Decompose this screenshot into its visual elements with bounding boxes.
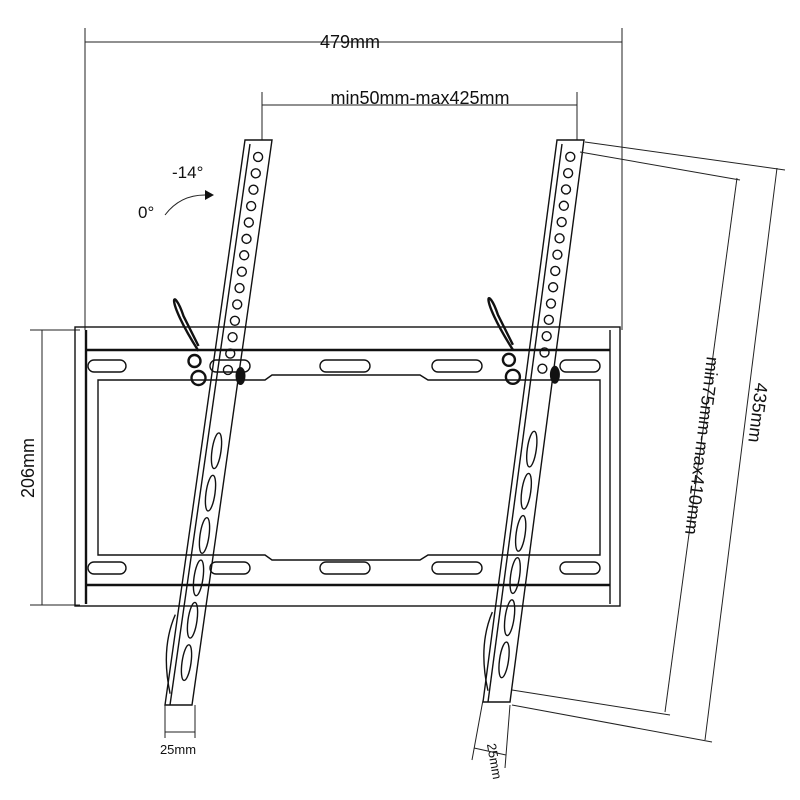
bracket-hole — [222, 364, 234, 376]
spacing-label: min50mm-max425mm — [330, 88, 509, 108]
bracket-hole — [552, 249, 563, 260]
bracket-slot — [198, 516, 211, 555]
width-label: 479mm — [320, 32, 380, 52]
spacing-dimension: min50mm-max425mm — [261, 88, 578, 140]
bracket-hole — [547, 282, 559, 293]
bracket-hole — [550, 265, 561, 277]
bracket-hole — [243, 217, 255, 228]
tilt-indicator: -14° 0° — [138, 163, 214, 222]
bracket-hole — [545, 298, 557, 309]
left-bracket — [164, 139, 273, 706]
tilt-angle-label: -14° — [172, 163, 203, 182]
bracket-slot — [514, 514, 527, 552]
height-dimension: 206mm — [18, 329, 80, 606]
bracket-hole — [241, 233, 252, 245]
bracket-hole — [236, 266, 248, 277]
screw-icon — [504, 368, 522, 385]
screw-icon — [190, 369, 207, 387]
screw-icon — [187, 353, 202, 369]
bracket-slot — [525, 430, 538, 468]
tilt-arrow-icon — [164, 194, 206, 216]
bracket-slot — [498, 641, 510, 679]
bracket-slot — [192, 559, 205, 597]
bracket-hole — [560, 184, 572, 195]
bracket-hole — [250, 168, 261, 179]
screw-icon — [501, 352, 517, 367]
bracket-hole — [227, 331, 238, 343]
hook-knob — [235, 367, 246, 385]
bracket-hole — [225, 348, 236, 359]
bracket-hole — [252, 151, 264, 163]
bracket-slot — [186, 601, 199, 639]
left-width-label: 25mm — [160, 742, 196, 757]
bracket-hole — [245, 200, 257, 212]
hook-knob — [549, 365, 560, 384]
bracket-hole — [539, 347, 550, 358]
bracket-hole — [229, 315, 241, 326]
bracket-slot — [509, 557, 521, 595]
bracket-hole — [238, 250, 250, 261]
right-bracket — [482, 139, 585, 703]
bracket-width-dimensions: 25mm 25mm — [160, 699, 511, 780]
bracket-hole — [541, 330, 552, 342]
height-label: 206mm — [18, 438, 38, 498]
bracket-slot — [503, 599, 516, 637]
bracket-length-dimension: 435mm min75mm-max410mm — [511, 141, 786, 743]
wall-plate — [74, 326, 621, 607]
bracket-slot — [180, 644, 193, 682]
zero-angle-label: 0° — [138, 203, 154, 222]
bracket-hole — [554, 233, 565, 244]
bracket-hole — [562, 167, 574, 179]
bracket-slot — [210, 432, 223, 470]
bracket-hole — [537, 363, 548, 374]
bracket-hole — [234, 282, 245, 294]
bracket-slot — [204, 474, 217, 512]
bracket-hole — [556, 216, 567, 228]
bracket-hole — [232, 299, 243, 310]
bracket-hole — [565, 151, 576, 163]
width-dimension: 479mm — [84, 28, 623, 330]
right-width-label: 25mm — [484, 742, 505, 780]
bracket-slot — [520, 472, 533, 510]
bracket-hole — [543, 314, 555, 326]
hole-range-label: min75mm-max410mm — [681, 356, 723, 536]
bracket-hole — [248, 184, 259, 195]
bracket-hole — [558, 200, 570, 211]
mounting-slots — [87, 359, 601, 575]
